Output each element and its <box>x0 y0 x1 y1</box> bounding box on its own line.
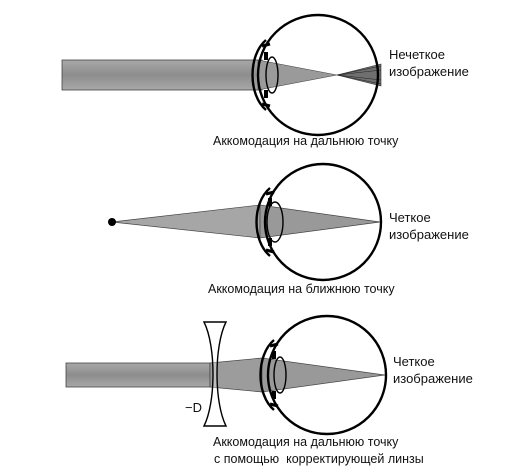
crystalline-lens <box>273 356 287 394</box>
diverging-cone <box>111 204 261 239</box>
image-label-line2: изображение <box>389 64 469 79</box>
blur-rays <box>336 65 382 85</box>
crystalline-lens <box>266 201 284 243</box>
converging-cone <box>257 59 338 91</box>
converging-cone <box>261 357 386 393</box>
cornea-bulge <box>251 39 267 111</box>
concave-lens-icon <box>202 321 228 427</box>
image-label-line2: изображение <box>393 371 473 386</box>
lens-power-label: −D <box>185 400 202 415</box>
image-label-line2: изображение <box>389 227 469 242</box>
panel-distant-blurred: Нечеткое изображение Аккомодация на даль… <box>61 13 469 148</box>
eye-icon <box>255 162 383 282</box>
caption: Аккомодация на дальнюю точку <box>213 134 399 148</box>
image-label-line1: Четкое <box>393 354 435 369</box>
parallel-beam <box>61 59 263 91</box>
parallel-beam <box>65 362 211 388</box>
eye-icon <box>251 13 380 137</box>
point-source-icon <box>108 218 116 226</box>
cornea-bulge <box>255 187 271 257</box>
image-label-line1: Четкое <box>389 210 431 225</box>
converging-cone <box>259 204 381 239</box>
blur-spread <box>336 63 382 87</box>
panel-near-sharp: Четкое изображение Аккомодация на ближню… <box>108 162 469 296</box>
caption-line2: с помощью корректирующей линзы <box>214 452 424 466</box>
cornea-bulge <box>259 339 275 411</box>
crystalline-lens <box>265 56 279 94</box>
caption: Аккомодация на ближнюю точку <box>208 282 395 296</box>
eye-icon <box>259 314 388 436</box>
caption-line1: Аккомодация на дальнюю точку <box>213 435 399 449</box>
panel-distant-corrected: −D Четкое изображение Аккомодация на дал… <box>65 314 473 466</box>
image-label-line1: Нечеткое <box>389 47 445 62</box>
